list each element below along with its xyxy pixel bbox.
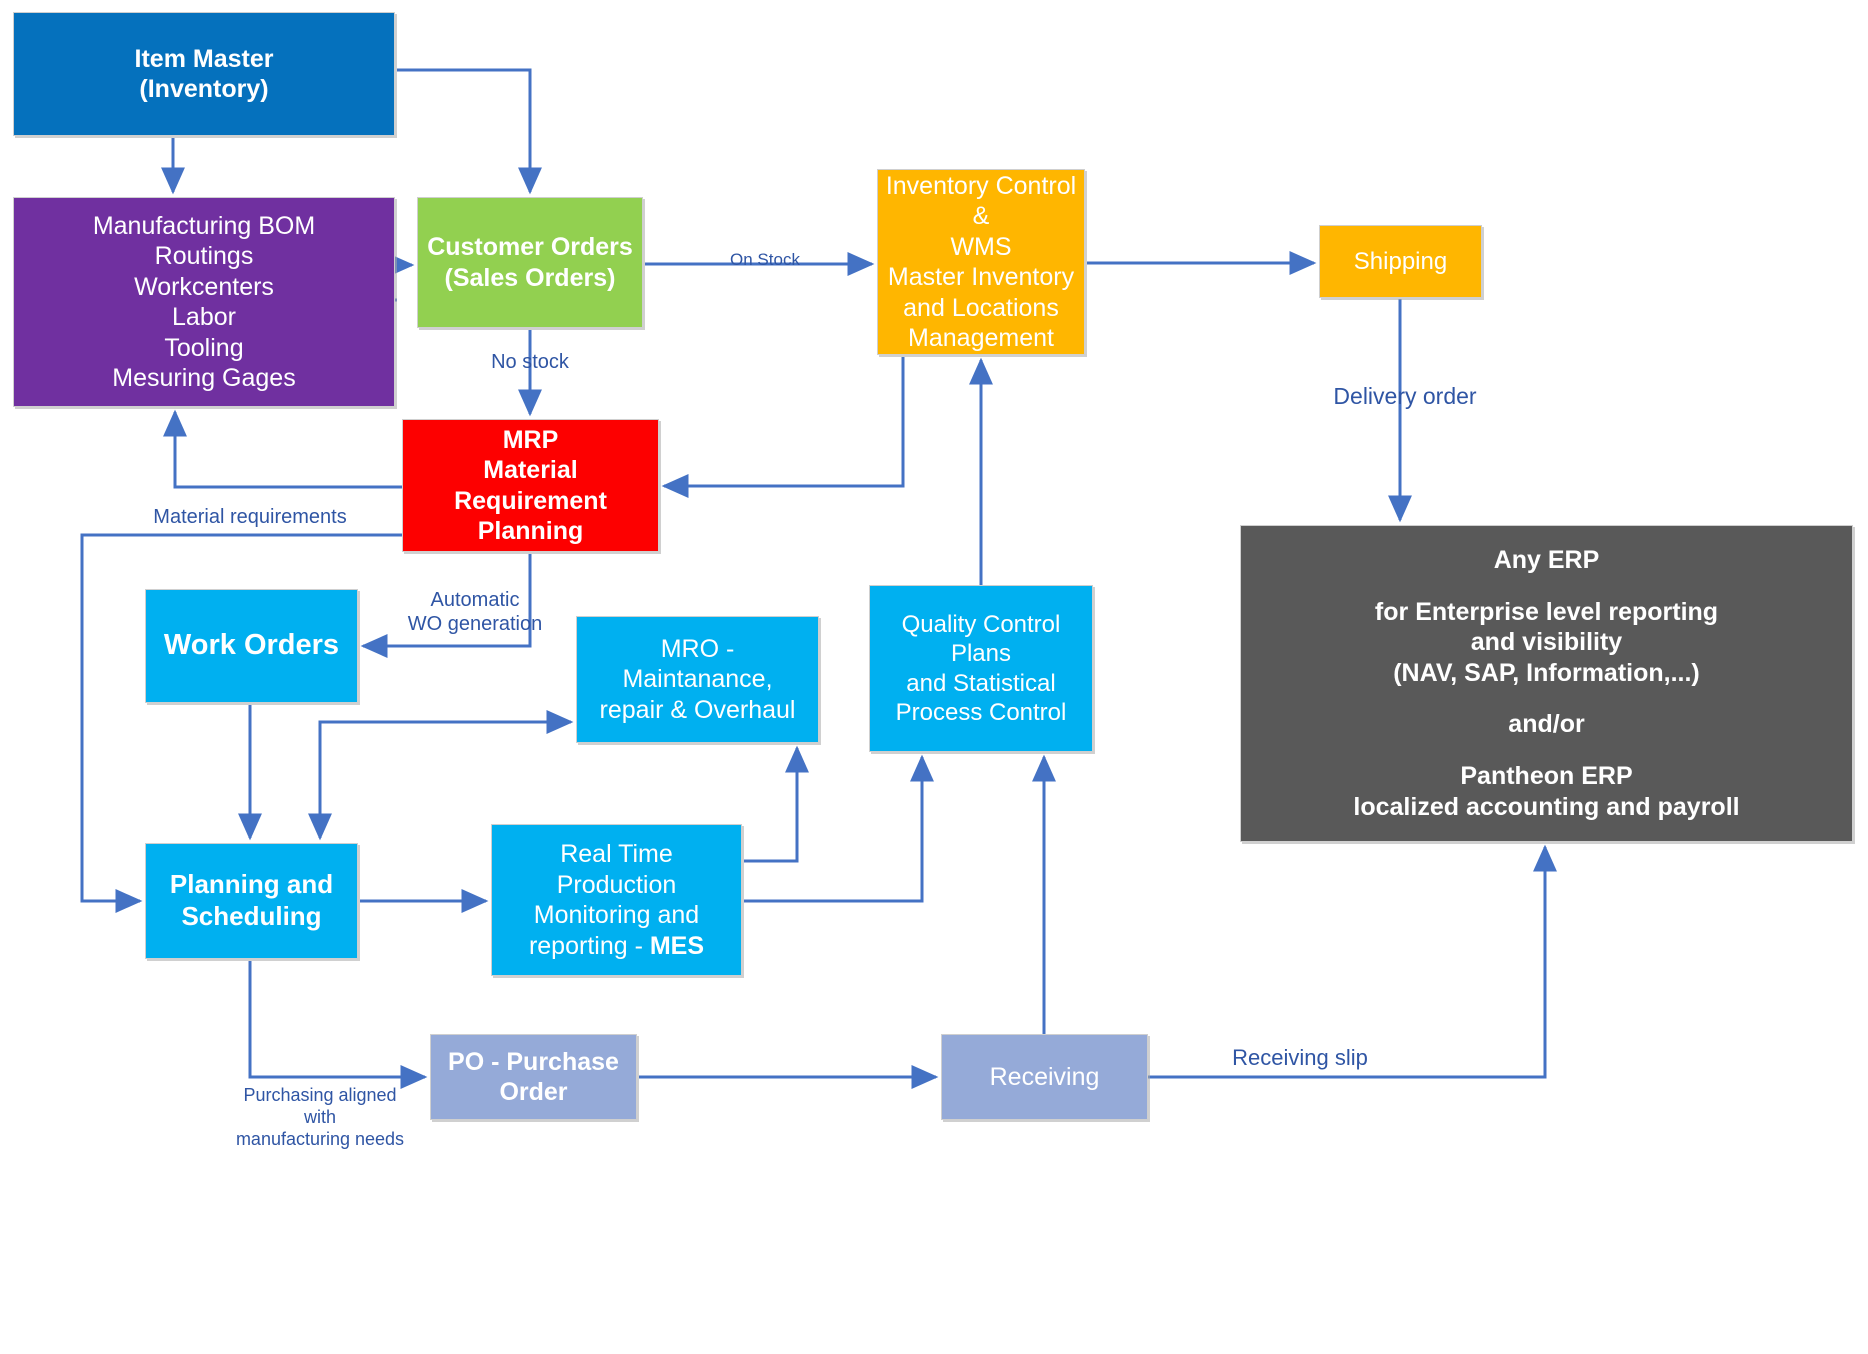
- edge-inventory-to-mrp: [661, 357, 905, 498]
- edge-mes-to-quality: [744, 754, 934, 903]
- node-manufacturing-bom[interactable]: Manufacturing BOM Routings Workcenters L…: [13, 197, 395, 407]
- edge-item-master-to-customer-orders: [397, 68, 542, 195]
- node-mrp-line-3: Planning: [477, 517, 584, 545]
- node-work-orders[interactable]: Work Orders: [145, 589, 358, 703]
- node-mro-line-2: Maintanance,: [622, 665, 773, 694]
- edge-label-automatic-wo-generation: Automatic WO generation: [407, 589, 543, 636]
- node-any-erp-line-4: (NAV, SAP, Information,...): [1393, 658, 1700, 687]
- node-planning-and-scheduling[interactable]: Planning and Scheduling: [145, 843, 358, 959]
- node-inventory-line-5: Management: [908, 324, 1054, 352]
- node-customer-orders[interactable]: Customer Orders (Sales Orders): [417, 197, 643, 328]
- edge-label-on-stock: On Stock: [730, 250, 800, 269]
- node-manufacturing-line-1: Manufacturing BOM: [92, 211, 316, 240]
- node-quality-line-1: Quality Control Plans: [901, 610, 1061, 668]
- edge-label-material-requirements: Material requirements: [153, 506, 347, 528]
- node-manufacturing-line-4: Labor: [172, 303, 236, 331]
- node-inventory-line-3: Master Inventory: [887, 263, 1075, 291]
- node-any-erp-pantheon: Pantheon ERP: [1460, 762, 1633, 791]
- node-any-erp-andor: and/or: [1508, 710, 1585, 739]
- node-customer-orders-line-2: (Sales Orders): [444, 263, 616, 292]
- node-mes-line-3-prefix: reporting -: [528, 931, 650, 960]
- node-mes[interactable]: Real Time Production Monitoring and repo…: [491, 824, 742, 976]
- node-manufacturing-line-5: Tooling: [164, 333, 244, 362]
- edge-work-orders-to-mro: [318, 710, 574, 838]
- node-quality-control[interactable]: Quality Control Plans and Statistical Pr…: [869, 585, 1093, 752]
- node-purchase-order-line-2: Order: [499, 1078, 568, 1106]
- edge-mes-to-mro: [744, 745, 809, 863]
- node-mro-line-3: repair & Overhaul: [599, 695, 796, 724]
- edge-mrp-to-manufacturing: [163, 409, 402, 489]
- node-purchase-order-line-1: PO - Purchase: [448, 1047, 619, 1076]
- node-manufacturing-line-2: Routings: [154, 242, 254, 270]
- node-any-erp-line-3: and visibility: [1470, 628, 1623, 657]
- node-mes-line-2: Monitoring and: [533, 901, 700, 929]
- node-any-erp-title: Any ERP: [1493, 545, 1600, 574]
- node-item-master[interactable]: Item Master (Inventory): [13, 12, 395, 136]
- edge-label-receiving-slip: Receiving slip: [1232, 1045, 1368, 1070]
- edge-label-delivery-order: Delivery order: [1333, 383, 1477, 409]
- node-mrp-line-2: Material Requirement: [454, 456, 607, 515]
- node-manufacturing-line-6: Mesuring Gages: [112, 364, 296, 392]
- node-mes-line-1: Real Time Production: [556, 840, 677, 899]
- node-inventory-line-4: and Locations: [903, 293, 1059, 322]
- node-mrp-line-1: MRP: [502, 425, 559, 454]
- node-manufacturing-line-3: Workcenters: [134, 272, 274, 301]
- edge-receiving-to-any-erp: [1148, 844, 1557, 1079]
- edge-mrp-to-planning: [80, 533, 402, 913]
- node-inventory-control-wms[interactable]: Inventory Control & WMS Master Inventory…: [877, 169, 1085, 355]
- edge-label-no-stock: No stock: [491, 351, 569, 373]
- node-mes-line-3-acronym: MES: [649, 931, 705, 960]
- node-inventory-line-1: Inventory Control &: [885, 171, 1077, 231]
- node-quality-line-3: Process Control: [895, 698, 1067, 726]
- edge-label-purchasing-aligned: Purchasing aligned with manufacturing ne…: [235, 1085, 405, 1149]
- node-mro[interactable]: MRO - Maintanance, repair & Overhaul: [576, 616, 819, 743]
- node-mro-line-1: MRO -: [660, 634, 735, 663]
- node-item-master-line-1: Item Master: [134, 44, 274, 73]
- node-quality-line-2: and Statistical: [906, 669, 1056, 697]
- node-purchase-order[interactable]: PO - Purchase Order: [430, 1034, 637, 1120]
- node-mes-line-3: reporting - MES: [498, 931, 735, 962]
- edge-mrp-to-work-orders: [360, 554, 532, 658]
- node-planning-line-1: Planning and: [169, 869, 334, 900]
- node-shipping[interactable]: Shipping: [1319, 225, 1482, 298]
- node-customer-orders-line-1: Customer Orders: [427, 233, 633, 261]
- node-planning-line-2: Scheduling: [181, 901, 322, 931]
- node-receiving[interactable]: Receiving: [941, 1034, 1148, 1120]
- node-inventory-line-2: WMS: [950, 232, 1012, 261]
- node-mrp[interactable]: MRP Material Requirement Planning: [402, 419, 659, 552]
- node-any-erp-line-2: for Enterprise level reporting: [1374, 597, 1719, 626]
- node-any-erp-pantheon-sub: localized accounting and payroll: [1353, 792, 1740, 821]
- node-any-erp[interactable]: Any ERP for Enterprise level reporting a…: [1240, 525, 1853, 842]
- node-receiving-label: Receiving: [989, 1062, 1100, 1091]
- node-item-master-line-2: (Inventory): [139, 75, 269, 103]
- edge-planning-to-purchase-order: [248, 961, 428, 1089]
- node-work-orders-label: Work Orders: [163, 629, 340, 662]
- node-shipping-label: Shipping: [1353, 247, 1448, 275]
